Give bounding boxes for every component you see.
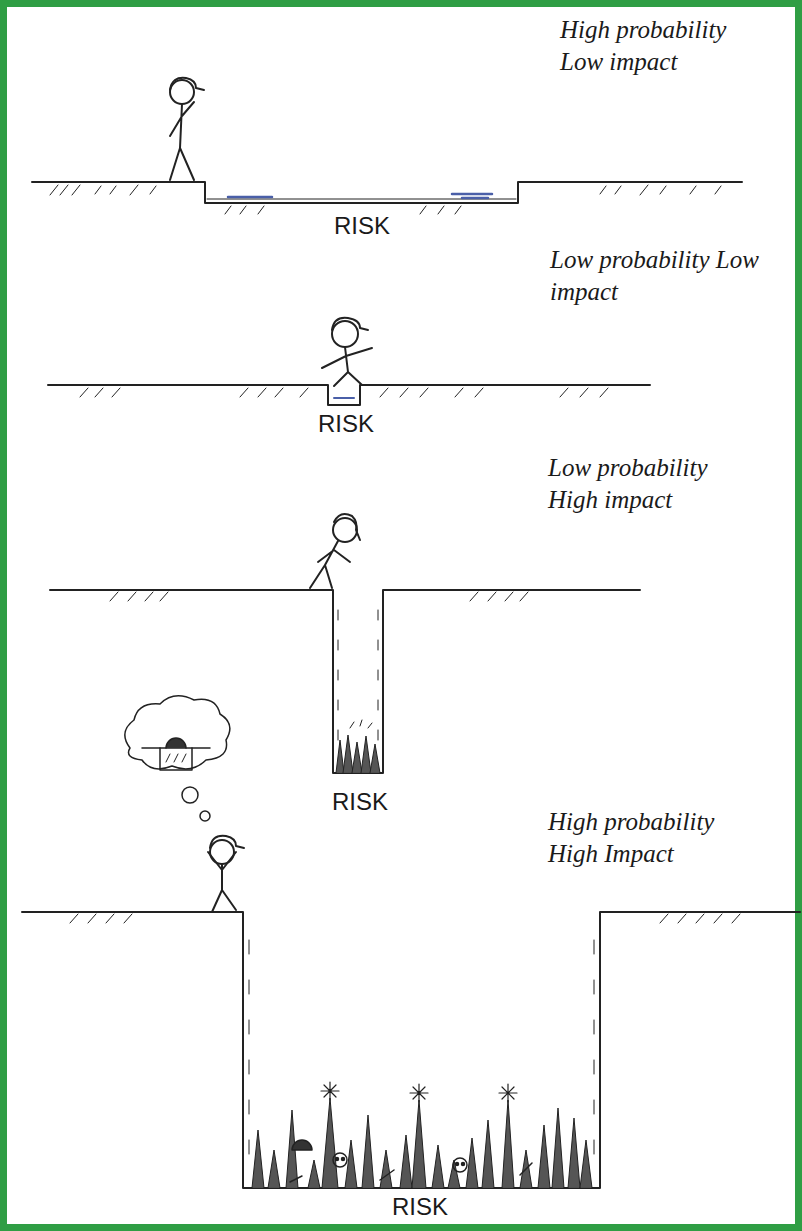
spikes (252, 1098, 592, 1188)
shallow-pit (32, 182, 742, 214)
stick-figure (310, 514, 360, 588)
thought-bubble (125, 696, 230, 821)
risk-label: RISK (334, 212, 390, 240)
risk-label: RISK (392, 1193, 448, 1221)
stick-figure (170, 78, 204, 180)
category-label: Low probability High impact (548, 452, 763, 516)
stick-figure (208, 836, 244, 912)
huge-pit (22, 912, 800, 1188)
small-pit (48, 385, 650, 405)
risk-label: RISK (332, 788, 388, 816)
skulls-bones (290, 1140, 532, 1182)
stick-figure (322, 318, 372, 386)
risk-label: RISK (318, 410, 374, 438)
category-label: High probability High Impact (548, 806, 763, 870)
deep-shaft (50, 590, 640, 773)
sparkles (321, 1082, 517, 1102)
category-label: High probability Low impact (560, 14, 775, 78)
spikes (336, 720, 380, 773)
category-label: Low probability Low impact (550, 244, 765, 308)
